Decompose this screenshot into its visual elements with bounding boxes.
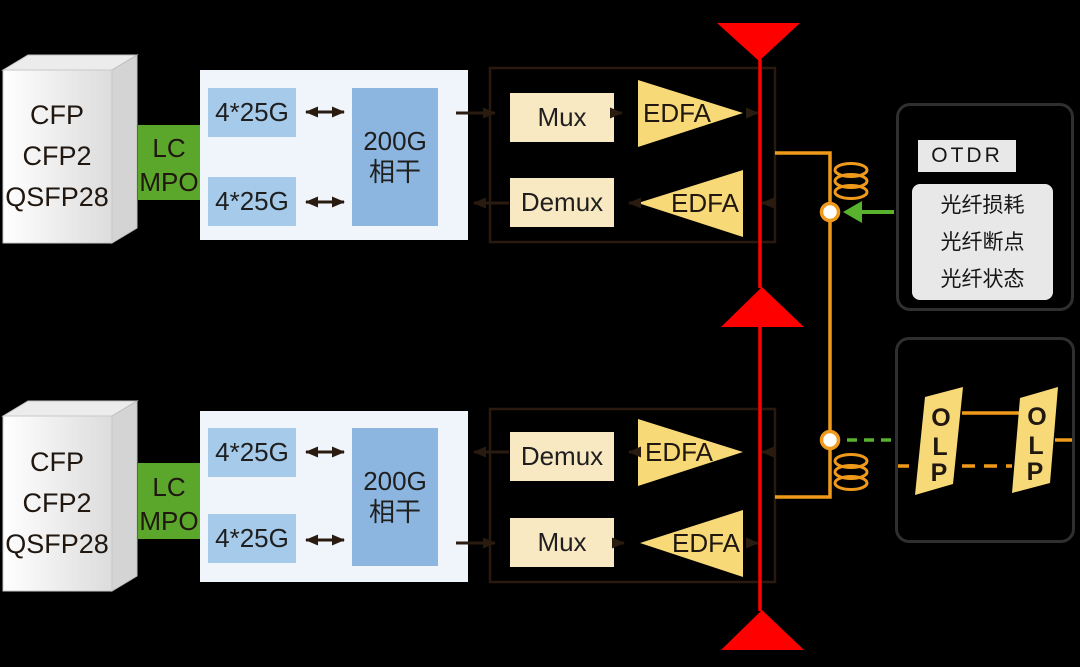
connector-lc-mpo-top: LC MPO <box>138 125 200 200</box>
signal-arrows <box>305 106 775 549</box>
olp-device-right <box>1012 387 1058 493</box>
otdr-title-box: OTDR <box>918 140 1016 172</box>
mux-label: Mux <box>537 527 587 557</box>
connector-body <box>138 463 200 539</box>
mux-box-bottom: Mux <box>510 518 614 567</box>
demux-label: Demux <box>520 441 604 471</box>
trunk-fiber-red <box>717 23 804 650</box>
transceiver-label: CFP <box>30 100 84 130</box>
mux-label: Mux <box>537 102 587 132</box>
transceiver-label: CFP2 <box>22 141 91 171</box>
lane-box: 4*25G <box>208 177 296 226</box>
lane-box: 4*25G <box>208 428 296 477</box>
otdr-panel <box>896 103 1074 311</box>
orange-fiber-path <box>775 151 832 499</box>
mux-box-top: Mux <box>510 93 614 142</box>
otdr-function-item: 光纤断点 <box>940 230 1025 254</box>
fiber-coil-icon <box>833 453 869 491</box>
box-side-face <box>111 54 138 244</box>
edfa-triangle <box>638 419 743 486</box>
fiber-end-marker-icon <box>717 23 800 61</box>
edfa-triangle <box>640 510 743 577</box>
edfa-label: EDFA <box>643 98 712 128</box>
olp-letter: L <box>932 433 947 461</box>
fiber-break-marker-icon <box>721 287 804 327</box>
connector-label: MPO <box>139 506 198 536</box>
edfa-triangle <box>638 170 743 237</box>
transceiver-label: QSFP28 <box>5 182 109 212</box>
edfa-triangle <box>638 80 743 147</box>
demux-label: Demux <box>520 187 604 217</box>
edfa-label: EDFA <box>671 188 740 218</box>
otdr-test-arrow-icon <box>843 201 862 223</box>
demux-box-top: Demux <box>510 178 614 227</box>
otdr-function-list: 光纤损耗 光纤断点 光纤状态 <box>912 184 1053 300</box>
coherent-module-top: 200G 相干 <box>352 88 438 226</box>
monitor-fiber-orange <box>775 151 869 499</box>
lane-label: 4*25G <box>215 97 289 127</box>
transceiver-box-top: CFP CFP2 QSFP28 <box>1 54 139 244</box>
otdr-title: OTDR <box>931 144 1003 167</box>
otdr-function-item: 光纤状态 <box>940 267 1025 291</box>
fiber-end-marker-icon <box>721 610 804 650</box>
olp-letter: P <box>1027 458 1044 486</box>
lane-box: 4*25G <box>208 514 296 563</box>
coherent-type-label: 相干 <box>368 497 421 527</box>
edfa-label: EDFA <box>672 528 741 558</box>
transceiver-label: CFP <box>30 447 84 477</box>
transceiver-label: CFP2 <box>22 488 91 518</box>
coherent-type-label: 相干 <box>368 157 421 187</box>
lane-label: 4*25G <box>215 523 289 553</box>
fiber-coil-icon <box>833 162 869 200</box>
transceiver-box-bottom: CFP CFP2 QSFP28 <box>1 400 139 592</box>
olp-panel <box>895 337 1075 543</box>
box-front-face <box>2 69 113 244</box>
olp-letter: P <box>931 459 948 487</box>
box-front-face <box>2 415 113 592</box>
olp-device-left <box>915 387 963 495</box>
optical-tap-node <box>819 429 841 451</box>
lane-box: 4*25G <box>208 88 296 137</box>
coherent-rate-label: 200G <box>363 126 427 156</box>
olp-letter: L <box>1028 432 1043 460</box>
transceiver-label: QSFP28 <box>5 529 109 559</box>
olp-letter: O <box>931 404 950 432</box>
lane-label: 4*25G <box>215 186 289 216</box>
edfa-label: EDFA <box>645 437 714 467</box>
connector-lc-mpo-bottom: LC MPO <box>138 463 200 539</box>
connector-label: MPO <box>139 167 198 197</box>
demux-box-bottom: Demux <box>510 432 614 481</box>
olp-wiring: O L P O L P <box>896 387 1072 495</box>
connector-label: LC <box>152 133 185 163</box>
coherent-module-bottom: 200G 相干 <box>352 428 438 566</box>
connector-label: LC <box>152 472 185 502</box>
otdr-function-item: 光纤损耗 <box>940 193 1025 217</box>
edfa-amplifiers: EDFA EDFA EDFA EDFA <box>638 80 743 577</box>
box-side-face <box>111 400 138 592</box>
line-unit-frame-top <box>488 66 777 244</box>
coherent-rate-label: 200G <box>363 466 427 496</box>
otdr-test-links <box>843 201 894 442</box>
olp-letter: O <box>1027 403 1046 431</box>
optical-tap-node <box>819 201 841 223</box>
lane-label: 4*25G <box>215 437 289 467</box>
connector-body <box>138 125 200 200</box>
